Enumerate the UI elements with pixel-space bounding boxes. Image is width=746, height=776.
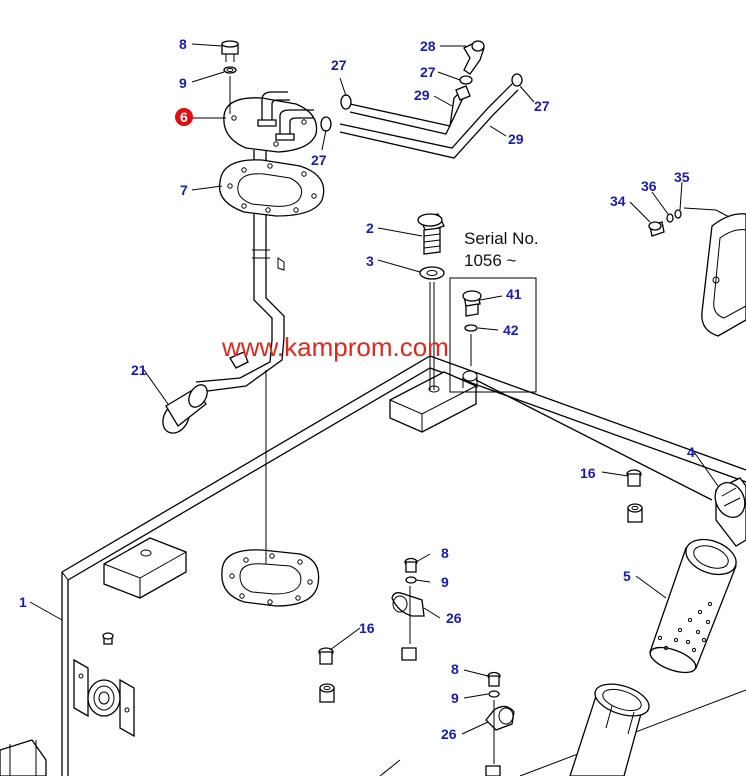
callout-5: 5 [623,568,631,584]
callout-9-center: 9 [441,574,449,590]
callout-8-center: 8 [441,545,449,561]
callout-7: 7 [180,182,188,198]
leader-cap [475,379,713,501]
watermark-text: www.kamprom.com [221,332,449,362]
callout-27-b: 27 [311,152,327,168]
serial-note-line2: 1056 ~ [464,251,517,270]
serial-note-line1: Serial No. [464,229,539,248]
cover-assembly-right [648,207,746,337]
callout-8-top: 8 [179,36,187,52]
drain-fitting [0,739,47,776]
callout-21: 21 [131,362,147,378]
small-bolt-tank [102,632,114,645]
callout-9-lower: 9 [451,690,459,706]
callout-8-lower: 8 [451,661,459,677]
callout-29-b: 29 [508,131,524,147]
callout-1: 1 [19,594,27,610]
callout-2: 2 [366,220,374,236]
callout-28: 28 [420,38,436,54]
bolt-2 [417,213,445,390]
callout-16-right: 16 [580,465,596,481]
callout-16-center: 16 [359,620,375,636]
sender-assembly [162,91,318,434]
callout-34: 34 [610,193,626,209]
callout-26-lower: 26 [441,726,457,742]
callout-27-d: 27 [534,98,550,114]
clamp-26-upper [391,557,425,661]
callout-4: 4 [687,444,695,460]
serial-detail-box [449,277,537,393]
callout-29-a: 29 [414,87,430,103]
clamp-26-lower [485,671,515,776]
gasket-7 [218,159,325,217]
callout-6-highlight-badge [175,108,193,126]
callout-27-a: 27 [331,57,347,73]
callout-41: 41 [506,286,522,302]
callout-9-top: 9 [179,75,187,91]
bolt-16-center [318,647,335,703]
hoses-29 [320,40,523,159]
callout-27-c: 27 [420,64,436,80]
leader-lines [29,43,719,735]
mounting-block [389,370,478,433]
callout-6: 6 [180,109,188,125]
bolt-16-right [626,469,643,523]
callout-35: 35 [674,169,690,185]
callout-36: 36 [641,178,657,194]
tank-opening-flange [221,549,320,607]
filler-cap-4 [714,477,746,547]
callout-42: 42 [503,322,519,338]
callout-3: 3 [366,253,374,269]
bolt-8-top [221,40,239,114]
mounting-pad-left [103,537,187,599]
callout-26-upper: 26 [446,610,462,626]
filter-strainer-5 [649,538,737,674]
filler-neck [569,683,650,776]
level-gauge [73,658,135,738]
